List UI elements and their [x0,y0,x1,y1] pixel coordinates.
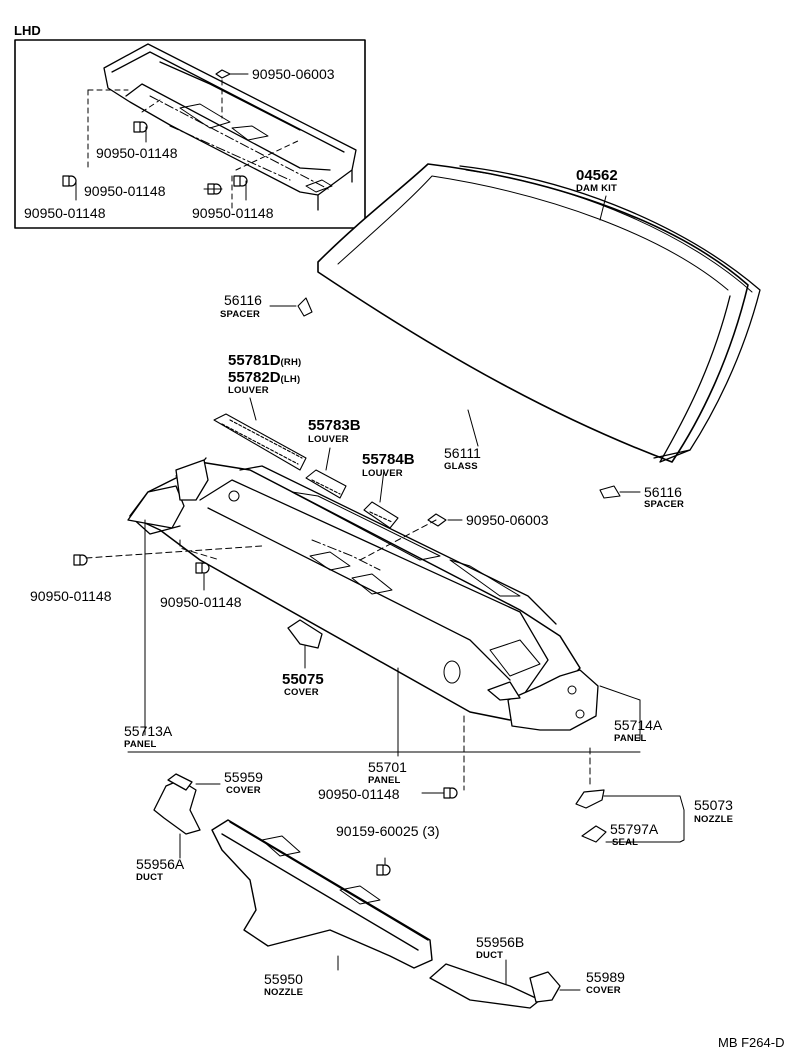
right-panel-bracket [487,669,599,731]
label-clip-right: 90950-06003 [466,512,549,528]
label-spacer-top-number: 56116 [224,292,262,308]
diagram-code: MB F264-D [718,1035,785,1050]
label-spacer-bottom-number: 56116 [644,484,682,500]
louver-rh-number: 55781D [228,352,281,369]
nozzle-55950-shape [211,819,433,969]
lhd-inset-frame [14,39,366,229]
inset-title: LHD [14,23,41,38]
label-cover-55959-name: COVER [226,785,261,796]
label-panel-right-number: 55714A [614,717,663,733]
duct-55956a [153,773,201,835]
main-dash-lines [85,519,591,791]
label-seal-name: SEAL [612,837,639,848]
cover-55075-shape [287,619,323,649]
label-louver-b1-name: LOUVER [308,434,349,445]
label-spacer-top-name: SPACER [220,309,261,320]
label-cover-55989-number: 55989 [586,969,625,985]
label-clip-mid: 90950-01148 [160,594,242,610]
windshield-glass [317,163,761,463]
label-cover-55989-name: COVER [586,985,621,996]
label-inset-clip-3: 90950-01148 [24,205,106,221]
label-duct-b-number: 55956B [476,934,525,950]
label-inset-clip-top: 90950-06003 [252,66,335,82]
label-panel-right-name: PANEL [614,733,647,744]
label-panel-main-number: 55701 [368,759,407,775]
screw-qty: (3) [422,823,440,839]
label-nozzle-55073-name: NOZZLE [694,814,734,825]
screw-number: 90159-60025 [336,823,419,839]
leader-lines [75,73,685,991]
label-dam-kit-number: 04562 [576,167,618,184]
main-clips [73,554,458,876]
label-louver-b2-number: 55784B [362,451,415,468]
label-panel-left-name: PANEL [124,739,157,750]
label-duct-a-number: 55956A [136,856,185,872]
label-louver-rh: 55781D(RH) [228,353,301,369]
label-screw: 90159-60025 (3) [336,824,440,838]
label-duct-a-name: DUCT [136,872,164,883]
label-panel-main-name: PANEL [368,775,401,786]
label-cover-55959-number: 55959 [224,769,263,785]
label-inset-clip-2: 90950-01148 [84,183,166,199]
inset-cowl-panel [103,43,357,211]
label-nozzle-55950-number: 55950 [264,971,303,987]
louver-lh-suffix: (LH) [280,374,301,385]
louvers [213,413,447,529]
inset-dash-lines [87,79,331,209]
label-louver-b2-name: LOUVER [362,468,403,479]
label-clip-bottom: 90950-01148 [318,786,400,802]
label-glass-name: GLASS [444,461,478,472]
louver-rh-suffix: (RH) [280,357,302,368]
label-louver-lh: 55782D(LH) [228,370,300,386]
label-nozzle-55950-name: NOZZLE [264,987,304,998]
label-seal-number: 55797A [610,821,659,837]
label-nozzle-55073-number: 55073 [694,797,733,813]
label-inset-clip-1: 90950-01148 [96,145,178,161]
label-louver-rh-lh-name: LOUVER [228,385,269,396]
label-cover-55075-number: 55075 [282,671,324,688]
left-panel-bracket [127,459,209,529]
louver-lh-number: 55782D [228,369,281,386]
label-cover-55075-name: COVER [284,687,319,698]
glass-spacers [297,297,621,499]
nozzle-55073-seal [575,789,607,843]
duct-55956b [429,963,561,1009]
label-glass-number: 56111 [444,445,481,461]
label-duct-b-name: DUCT [476,950,504,961]
label-louver-b1-number: 55783B [308,417,361,434]
label-spacer-bottom-name: SPACER [644,499,685,510]
label-panel-left-number: 55713A [124,723,173,739]
label-dam-kit-name: DAM KIT [576,183,617,194]
label-inset-clip-4: 90950-01148 [192,205,274,221]
label-clip-left: 90950-01148 [30,588,112,604]
